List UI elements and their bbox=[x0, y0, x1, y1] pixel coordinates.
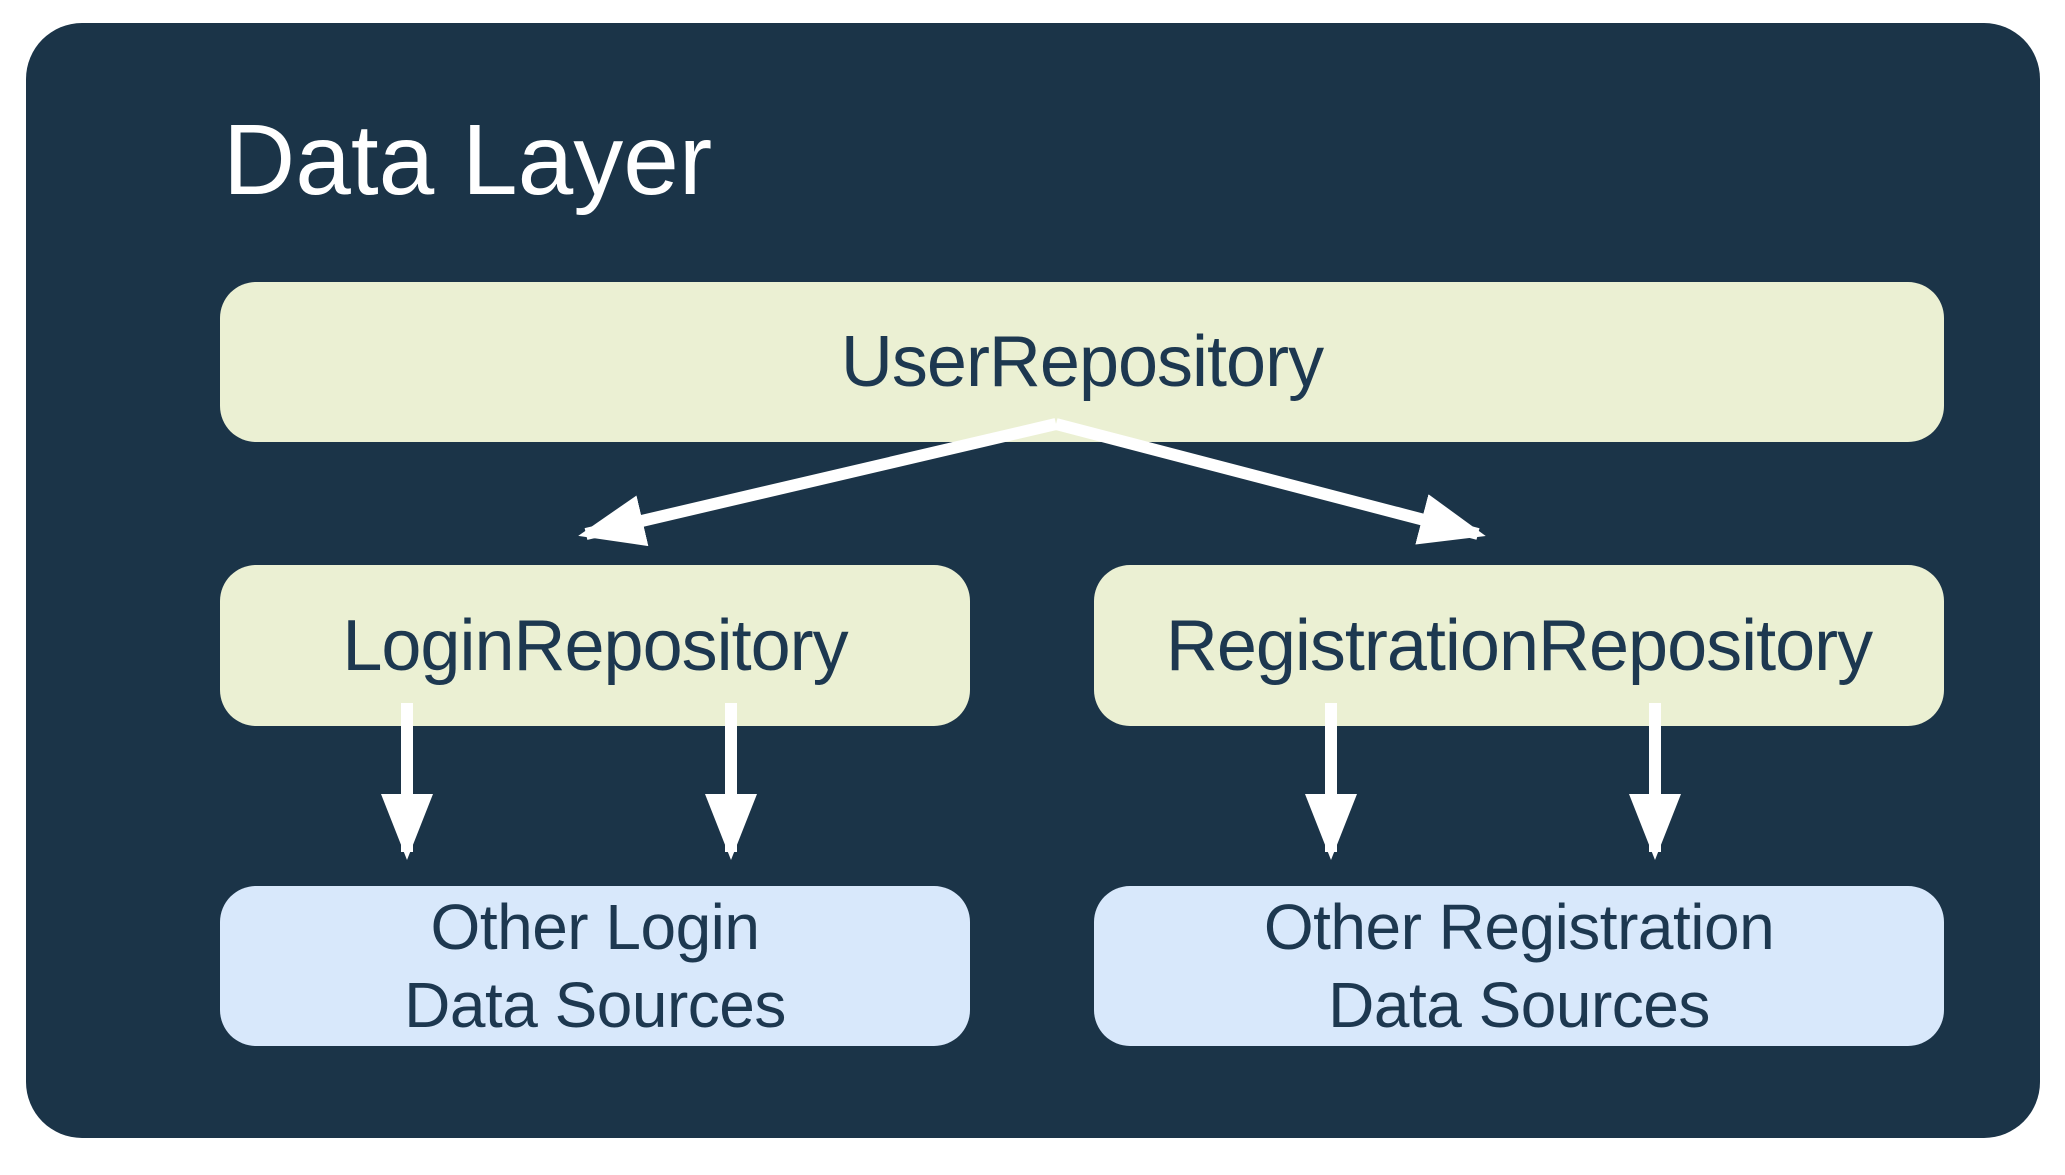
node-other-registration-data-sources-label: Other Registration Data Sources bbox=[1263, 890, 1775, 1041]
node-registration-repository: RegistrationRepository bbox=[1094, 565, 1944, 726]
node-login-repository: LoginRepository bbox=[220, 565, 970, 726]
node-login-repository-label: LoginRepository bbox=[342, 605, 848, 686]
node-other-login-data-sources-label: Other Login Data Sources bbox=[404, 890, 786, 1041]
node-other-login-data-sources: Other Login Data Sources bbox=[220, 886, 970, 1046]
node-user-repository: UserRepository bbox=[220, 282, 1944, 442]
diagram-title: Data Layer bbox=[223, 104, 713, 216]
data-layer-container: Data Layer UserRepository LoginRepositor… bbox=[26, 23, 2040, 1138]
node-registration-repository-label: RegistrationRepository bbox=[1165, 605, 1873, 686]
node-other-registration-data-sources: Other Registration Data Sources bbox=[1094, 886, 1944, 1046]
node-user-repository-label: UserRepository bbox=[840, 322, 1324, 402]
